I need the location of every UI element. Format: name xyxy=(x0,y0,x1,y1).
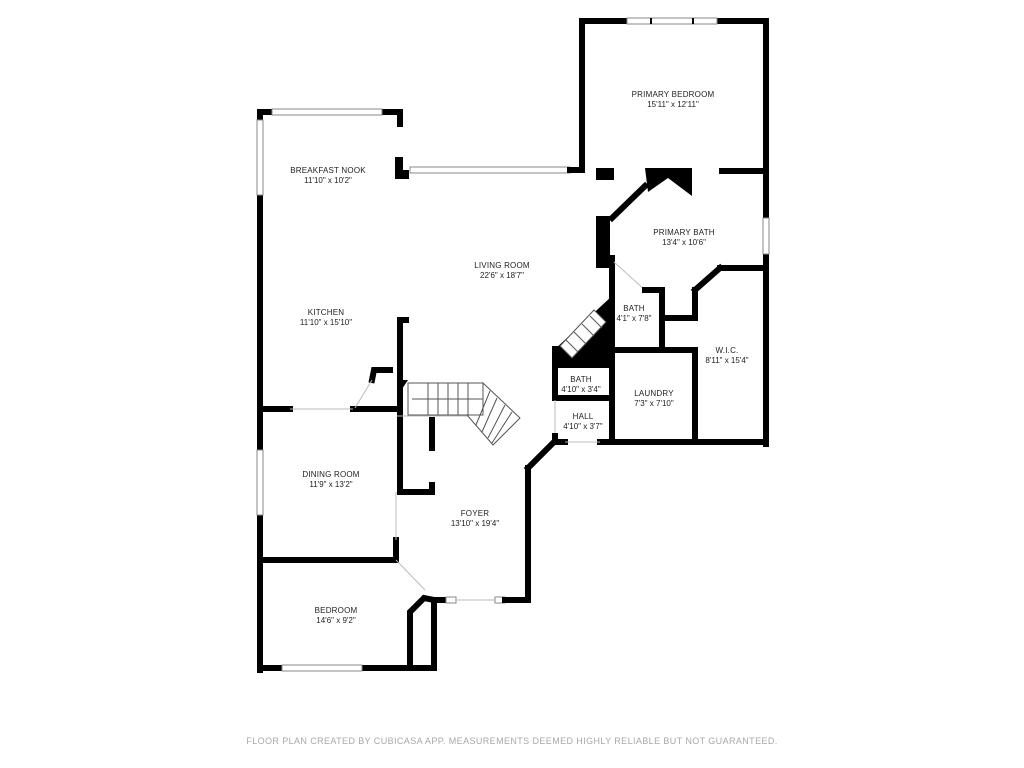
staircase xyxy=(397,380,521,446)
room-foyer: FOYER 13'10" x 19'4" xyxy=(451,509,499,529)
room-dimensions: 8'11" x 15'4" xyxy=(705,356,749,365)
room-wic: W.I.C. 8'11" x 15'4" xyxy=(705,346,748,366)
room-dining-room: DINING ROOM 11'9" x 13'2" xyxy=(302,470,359,490)
room-dimensions: 22'6" x 18'7" xyxy=(480,271,524,280)
room-name: DINING ROOM xyxy=(302,470,360,479)
right-wing-walls xyxy=(552,181,770,445)
room-dimensions: 4'1" x 7'8" xyxy=(616,314,652,323)
disclaimer-footer: FLOOR PLAN CREATED BY CUBICASA APP. MEAS… xyxy=(246,736,778,746)
room-name: LIVING ROOM xyxy=(474,261,530,270)
room-name: FOYER xyxy=(460,509,490,518)
room-bath-small: BATH 4'10" x 3'4" xyxy=(561,375,600,395)
room-name: BATH xyxy=(570,375,592,384)
room-bath: BATH 4'1" x 7'8" xyxy=(617,304,652,324)
room-name: LAUNDRY xyxy=(634,389,674,398)
room-dimensions: 11'10" x 10'2" xyxy=(304,176,352,185)
room-primary-bath: PRIMARY BATH 13'4" x 10'6" xyxy=(653,228,715,248)
room-bedroom: BEDROOM 14'6" x 9'2" xyxy=(315,606,358,626)
room-name: KITCHEN xyxy=(307,308,345,317)
dining-bedroom-walls xyxy=(256,367,557,672)
room-name: PRIMARY BEDROOM xyxy=(631,90,715,99)
room-dimensions: 11'10" x 15'10" xyxy=(299,318,353,327)
room-dimensions: 15'11" x 12'11" xyxy=(647,100,699,109)
room-name: PRIMARY BATH xyxy=(653,228,715,237)
room-dimensions: 4'10" x 3'7" xyxy=(563,422,603,431)
room-breakfast-nook: BREAKFAST NOOK 11'10" x 10'2" xyxy=(290,166,366,186)
room-name: BEDROOM xyxy=(314,606,358,615)
room-dimensions: 14'6" x 9'2" xyxy=(316,616,356,625)
room-hall: HALL 4'10" x 3'7" xyxy=(563,412,602,432)
kitchen-walls xyxy=(256,108,585,673)
room-name: HALL xyxy=(572,412,594,421)
room-dimensions: 11'9" x 13'2" xyxy=(309,480,353,489)
room-dimensions: 7'3" x 7'10" xyxy=(634,399,674,408)
room-laundry: LAUNDRY 7'3" x 7'10" xyxy=(634,389,674,409)
room-name: BATH xyxy=(623,304,645,313)
room-living-room: LIVING ROOM 22'6" x 18'7" xyxy=(474,261,530,281)
room-dimensions: 4'10" x 3'4" xyxy=(561,385,601,394)
room-dimensions: 13'4" x 10'6" xyxy=(662,238,706,247)
room-kitchen: KITCHEN 11'10" x 15'10" xyxy=(300,308,352,328)
room-primary-bedroom: PRIMARY BEDROOM 15'11" x 12'11" xyxy=(632,90,715,110)
room-name: BREAKFAST NOOK xyxy=(290,166,366,175)
room-dimensions: 13'10" x 19'4" xyxy=(450,519,500,528)
room-name: W.I.C. xyxy=(715,346,739,355)
